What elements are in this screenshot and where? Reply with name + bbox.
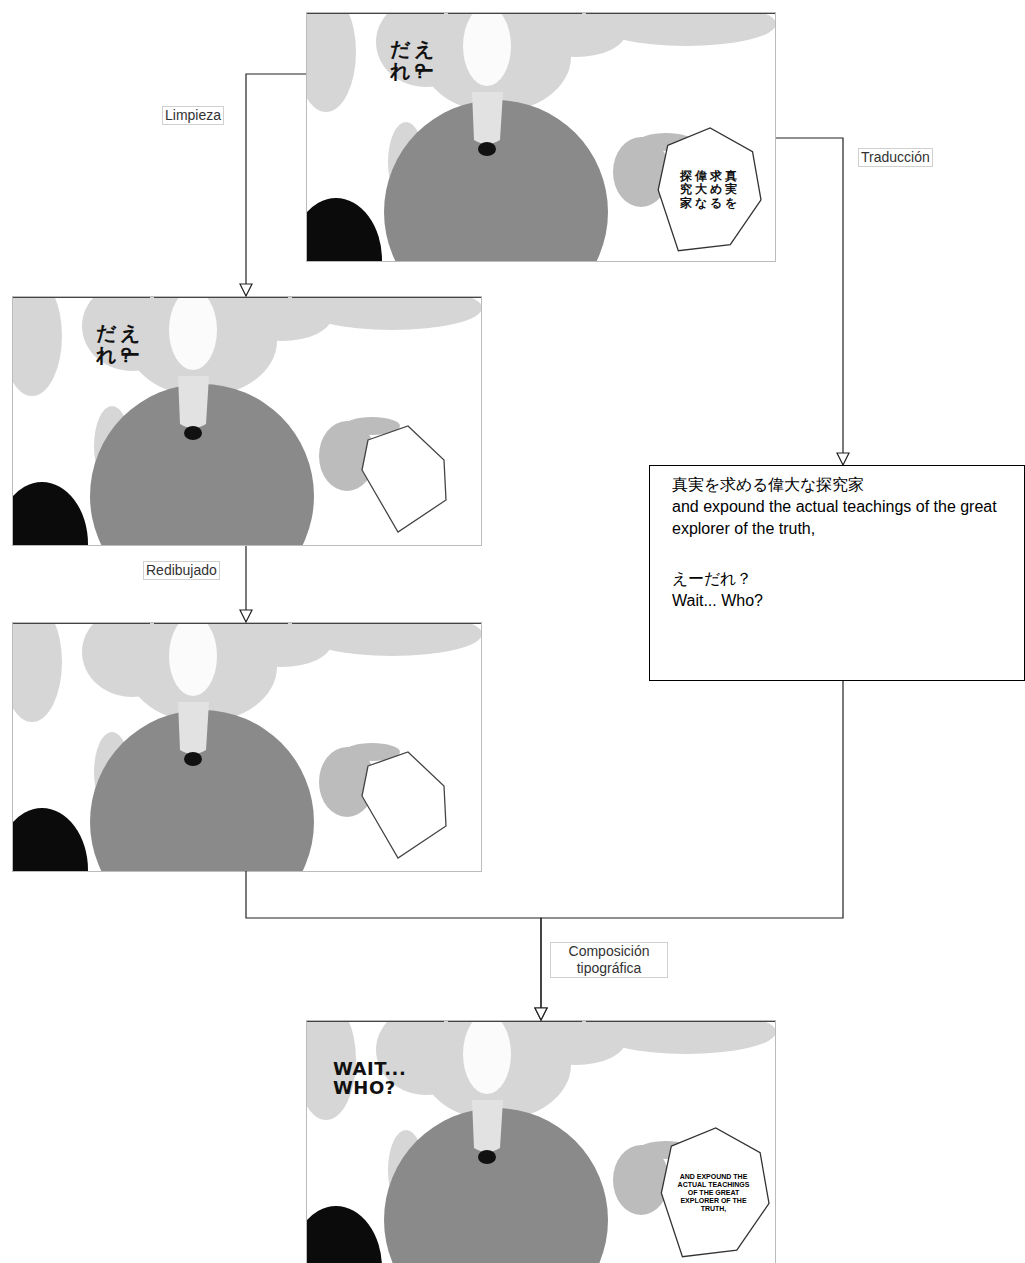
arrow-head — [837, 453, 849, 465]
manga-panel: えーだれ？ 真実を求める偉大な探究家 — [306, 12, 776, 262]
bubble-text: AND EXPOUND THE ACTUAL TEACHINGS OF THE … — [678, 1173, 750, 1213]
bubble-outline — [655, 128, 761, 252]
translation-text: 真実を求める偉大な探究家 — [672, 474, 1012, 496]
manga-panel-art — [12, 296, 482, 546]
flow-connector — [246, 871, 547, 1020]
manga-panel — [12, 622, 482, 871]
edge-label: Composición tipográfica — [550, 942, 668, 978]
bubble-outline-shape — [658, 128, 761, 251]
arrow-head — [240, 284, 252, 296]
connector-line — [776, 138, 843, 465]
flow-connector — [776, 138, 849, 465]
speech-text: WAIT... WHO? — [333, 1060, 433, 1098]
translation-box: 真実を求める偉大な探究家and expound the actual teach… — [649, 465, 1025, 681]
translation-text: えーだれ？ — [672, 568, 1012, 590]
manga-panel: えーだれ？ — [12, 296, 482, 546]
speech-text: えー — [414, 38, 434, 82]
manga-panel: WAIT... WHO? AND EXPOUND THE ACTUAL TEACH… — [306, 1020, 776, 1263]
arrow-head — [240, 610, 252, 622]
bubble-text: 偉大な — [695, 170, 707, 210]
flow-connector — [240, 74, 306, 296]
edge-label: Traducción — [858, 148, 933, 167]
arrow-head — [535, 1008, 547, 1020]
manga-panel-art — [12, 622, 482, 872]
translation-text: Wait... Who? — [672, 590, 1010, 612]
bubble-text-group: 真実を求める偉大な探究家 — [655, 128, 761, 252]
connector-line — [541, 681, 843, 1020]
bubble-text: 求める — [710, 170, 722, 210]
connector-line — [246, 871, 541, 1020]
speech-text: えー — [120, 322, 140, 366]
bubble-outline-shape — [661, 1128, 769, 1257]
edge-label: Limpieza — [162, 106, 224, 125]
speech-text: だれ？ — [390, 38, 410, 82]
empty-bubble — [362, 426, 446, 532]
speech-text: だれ？ — [96, 322, 116, 366]
speech-bubble: AND EXPOUND THE ACTUAL TEACHINGS OF THE … — [658, 1128, 769, 1258]
empty-bubble — [362, 752, 446, 858]
arrow-head — [535, 1008, 547, 1020]
flow-connector — [240, 546, 252, 622]
speech-bubble: 真実を求める偉大な探究家 — [655, 128, 761, 252]
bubble-text: 真実を — [725, 170, 737, 210]
edge-label: Redibujado — [143, 561, 220, 580]
flow-connector — [535, 681, 843, 1020]
bubble-text-group: AND EXPOUND THE ACTUAL TEACHINGS OF THE … — [658, 1128, 769, 1258]
bubble-text: 探究家 — [680, 170, 692, 210]
connector-line — [246, 74, 306, 296]
translation-text: and expound the actual teachings of the … — [672, 496, 1010, 541]
